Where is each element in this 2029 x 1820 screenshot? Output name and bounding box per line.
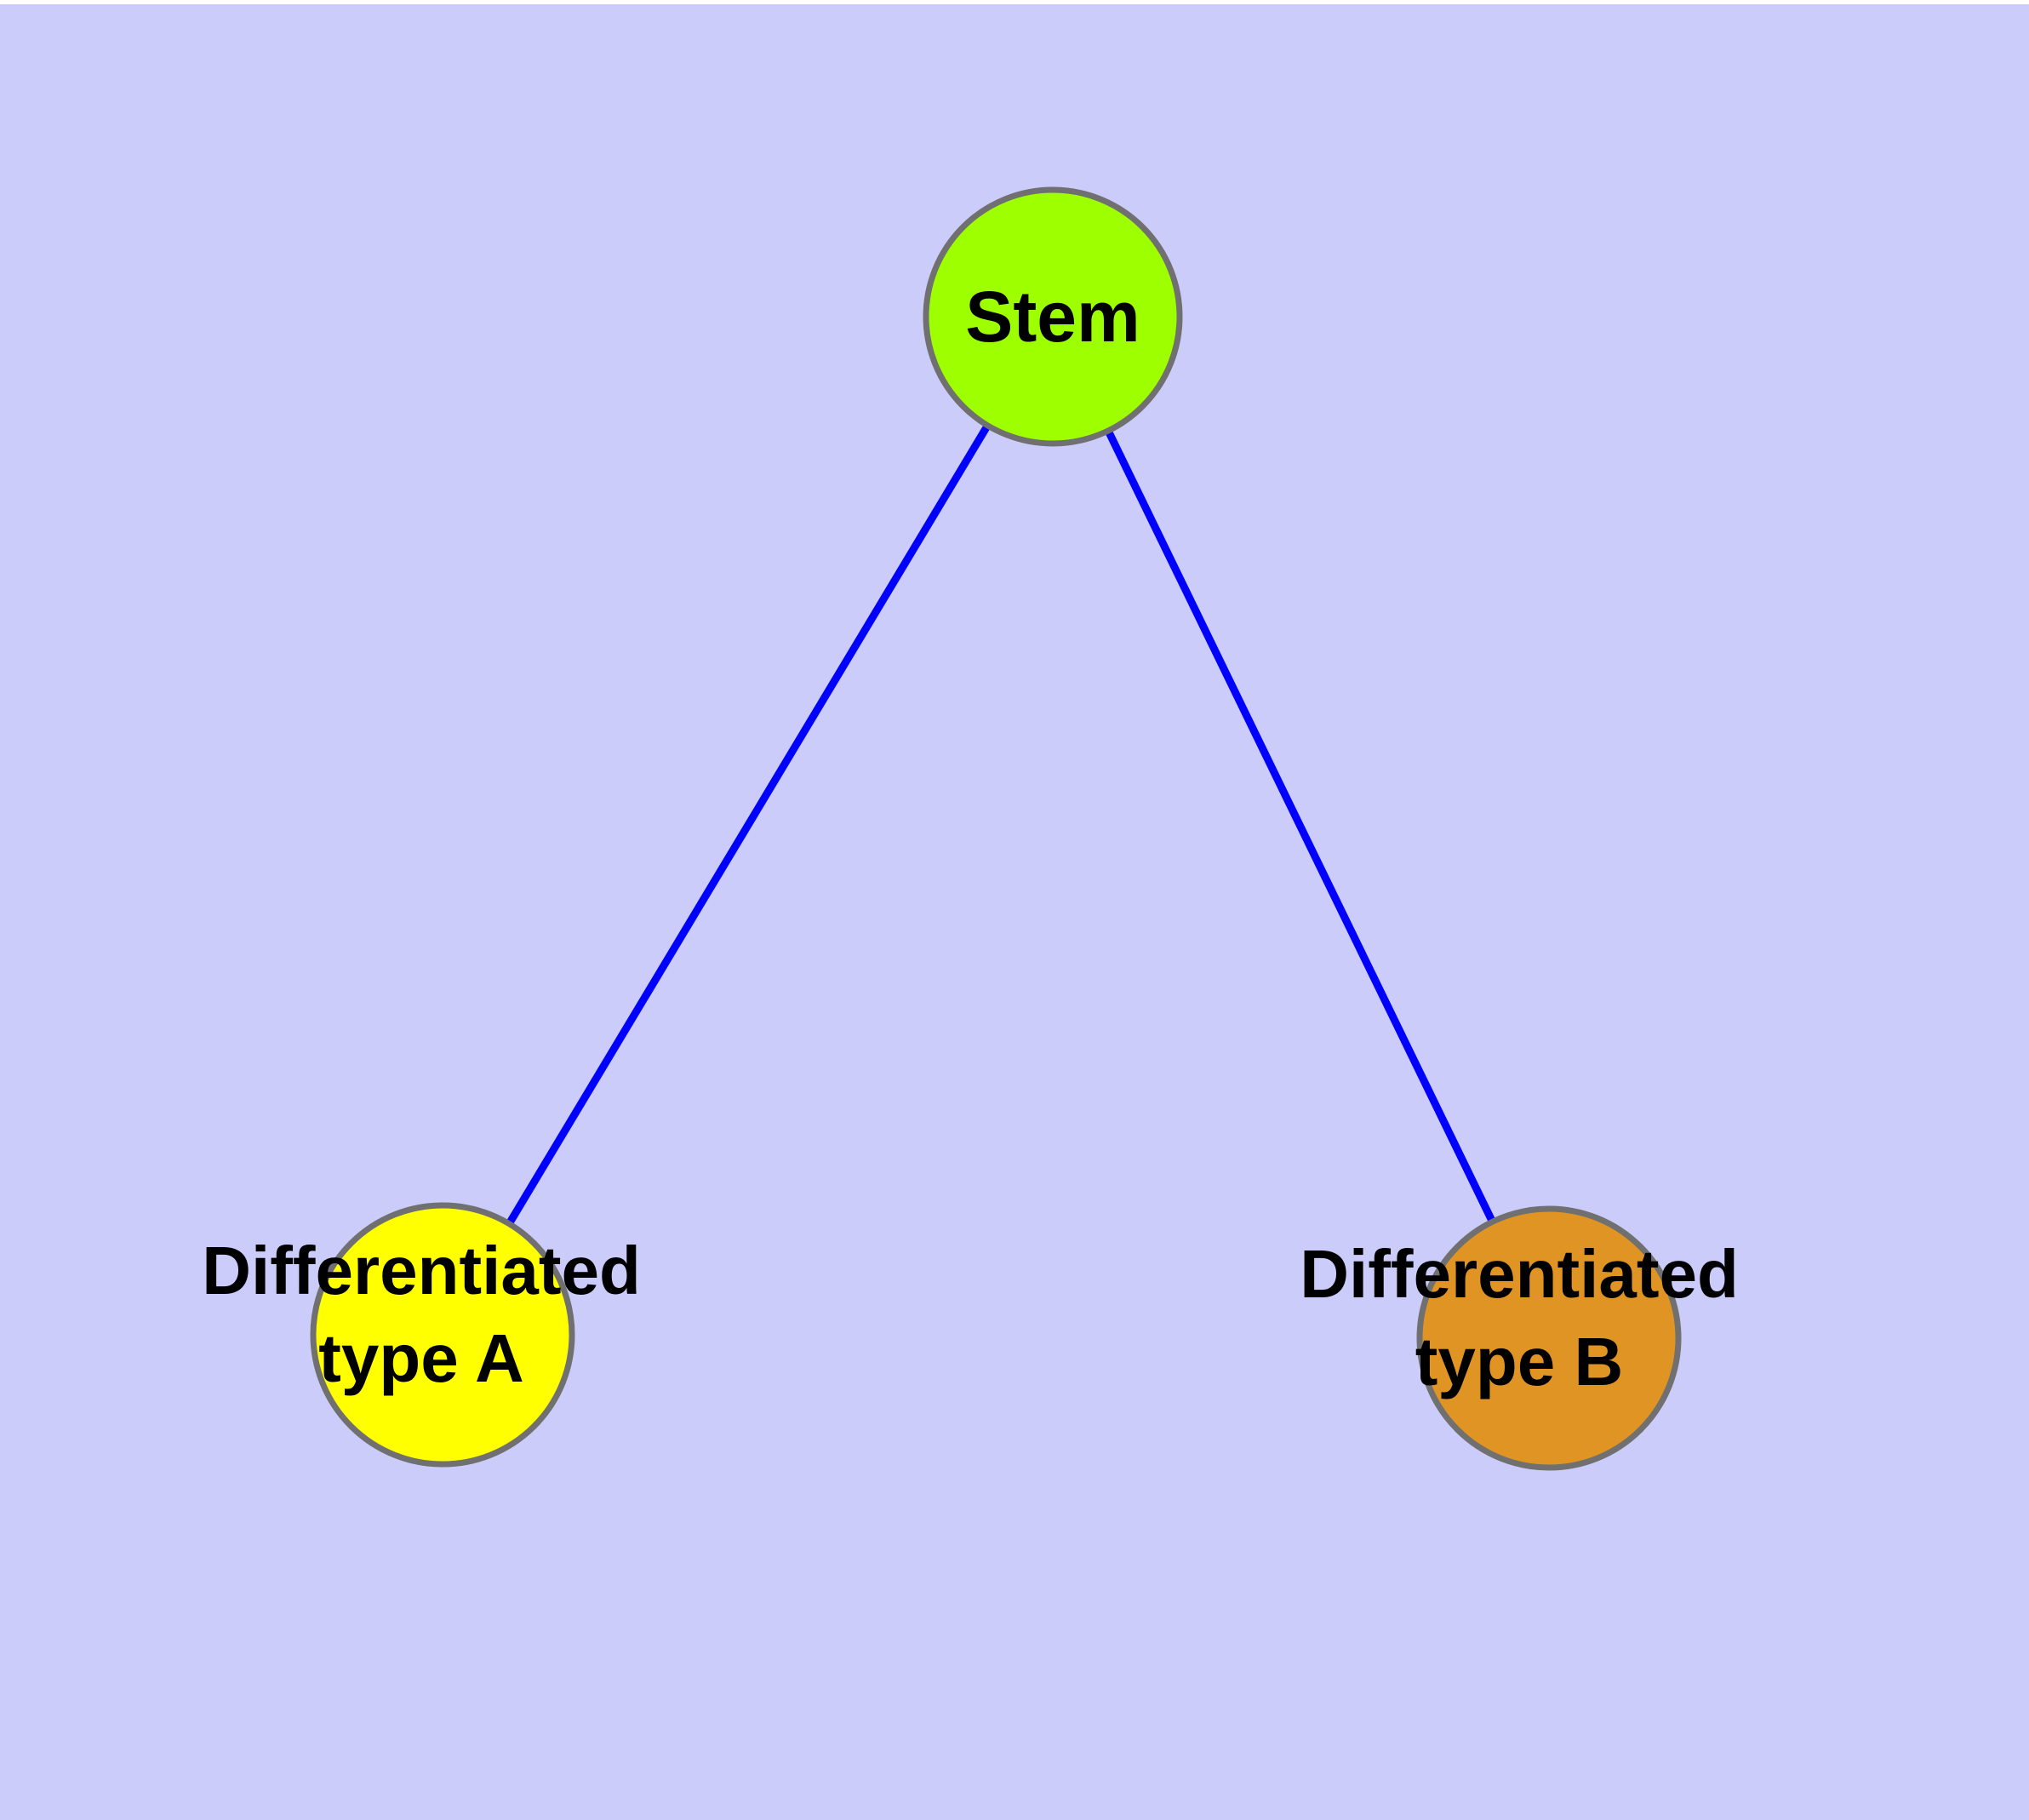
node-differentiated-type-b-circle[interactable] (1416, 1205, 1682, 1471)
node-differentiated-type-b-label-line1: Differentiated (1300, 1236, 1739, 1312)
edge-layer (439, 314, 1553, 1340)
edge-stem-to-differentiated-type-b[interactable] (1049, 315, 1553, 1340)
node-differentiated-type-b[interactable] (1416, 1205, 1682, 1471)
node-differentiated-type-a-label-line2: type A (318, 1320, 524, 1396)
node-stem[interactable]: Stem (923, 186, 1183, 447)
node-differentiated-type-a[interactable] (310, 1202, 575, 1468)
node-stem-circle[interactable] (923, 186, 1183, 447)
node-differentiated-type-a-circle[interactable] (310, 1202, 575, 1468)
node-differentiated-type-a-label-line1: Differentiated (202, 1233, 641, 1308)
node-label-layer: Differentiated type A Differentiated typ… (202, 1233, 1739, 1399)
node-differentiated-type-b-label-line2: type B (1415, 1324, 1624, 1399)
edge-stem-to-differentiated-type-a[interactable] (439, 314, 1056, 1337)
node-layer: Stem (310, 186, 1682, 1471)
node-stem-label: Stem (965, 277, 1140, 357)
